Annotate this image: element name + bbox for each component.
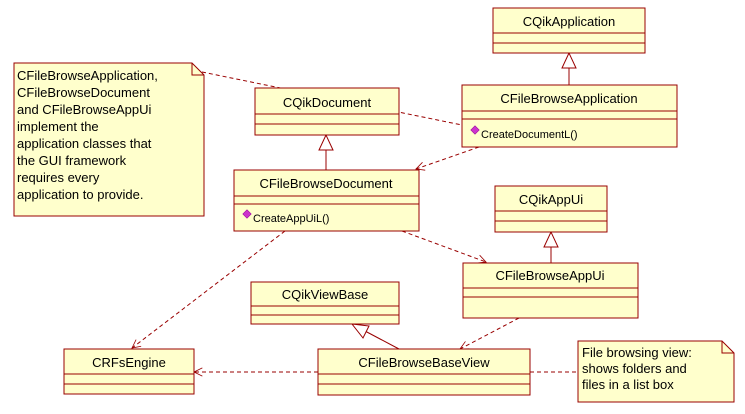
class-name: CFileBrowseApplication bbox=[500, 91, 637, 106]
class-cfilebrowsebaseview[interactable]: CFileBrowseBaseView bbox=[317, 348, 531, 396]
generalization-view-base bbox=[350, 323, 400, 350]
note-line: shows folders and bbox=[582, 361, 687, 376]
note-line: CFileBrowseApplication, bbox=[17, 68, 158, 83]
class-name: CFileBrowseDocument bbox=[260, 176, 393, 191]
class-name: CQikApplication bbox=[523, 14, 616, 29]
operation-marker-icon bbox=[470, 125, 480, 135]
note-line: File browsing view: bbox=[582, 345, 692, 360]
operation-create-document: CreateDocumentL() bbox=[481, 129, 578, 141]
dependency-document-to-app-ui bbox=[401, 230, 486, 262]
class-cqikviewbase[interactable]: CQikViewBase bbox=[250, 281, 400, 325]
class-name: CRFsEngine bbox=[92, 355, 166, 370]
generalization-application bbox=[561, 51, 577, 85]
class-cfilebrowsedocument[interactable]: CFileBrowseDocument CreateAppUiL() bbox=[233, 169, 420, 232]
note-line: implement the bbox=[17, 119, 99, 134]
note-line: CFileBrowseDocument bbox=[17, 85, 150, 100]
note-line: requires every bbox=[17, 170, 100, 185]
class-name: CQikAppUi bbox=[519, 192, 583, 207]
class-cqikapplication[interactable]: CQikApplication bbox=[492, 7, 646, 54]
dependency-application-to-document bbox=[416, 146, 480, 169]
note-anchor-application bbox=[201, 71, 463, 126]
class-name: CFileBrowseBaseView bbox=[358, 355, 490, 370]
note-application-classes[interactable]: CFileBrowseApplication, CFileBrowseDocum… bbox=[13, 62, 205, 217]
class-name: CFileBrowseAppUi bbox=[495, 268, 604, 283]
generalization-document bbox=[318, 133, 334, 170]
class-cfilebrowseapplication[interactable]: CFileBrowseApplication CreateDocumentL() bbox=[461, 84, 678, 148]
note-line: the GUI framework bbox=[17, 153, 127, 168]
class-cfilebrowseappui[interactable]: CFileBrowseAppUi bbox=[462, 262, 639, 319]
note-line: and CFileBrowseAppUi bbox=[17, 102, 152, 117]
operation-create-app-ui: CreateAppUiL() bbox=[253, 213, 329, 225]
class-crfsengine[interactable]: CRFsEngine bbox=[63, 348, 195, 395]
note-line: application classes that bbox=[17, 136, 152, 151]
class-cqikdocument[interactable]: CQikDocument bbox=[254, 87, 400, 136]
note-line: application to provide. bbox=[17, 187, 143, 202]
operation-marker-icon bbox=[242, 209, 252, 219]
note-file-browsing-view[interactable]: File browsing view: shows folders and fi… bbox=[577, 340, 735, 403]
note-line: files in a list box bbox=[582, 377, 674, 392]
generalization-app-ui bbox=[543, 230, 559, 263]
class-name: CQikViewBase bbox=[282, 287, 368, 302]
class-name: CQikDocument bbox=[283, 95, 372, 110]
class-cqikappui[interactable]: CQikAppUi bbox=[494, 185, 608, 233]
dependency-app-ui-to-base-view bbox=[460, 317, 520, 350]
